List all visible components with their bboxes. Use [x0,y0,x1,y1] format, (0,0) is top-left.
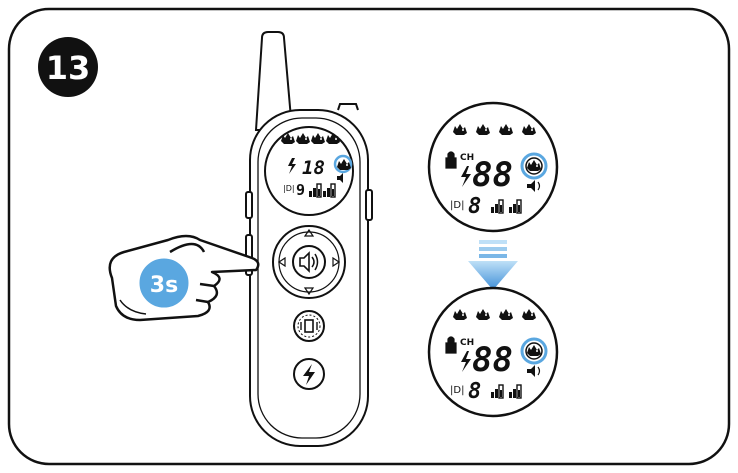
sound-icon [527,365,535,377]
remote-screen-content: 18 |D| 9 [281,133,353,199]
hold-duration: 3s [150,273,178,298]
shock-button[interactable] [293,358,325,390]
display-after: CH 88 |D| 8 [427,286,559,418]
ch-label: CH [460,338,474,348]
sound-icon [337,173,343,183]
arrow-right-icon [332,256,341,268]
arrow-up-icon [303,228,315,237]
lock-icon [445,336,457,354]
vibration-button[interactable] [293,310,325,342]
step-number: 13 [46,49,91,87]
lock-icon [445,151,457,169]
sound-icon [527,180,535,192]
speaker-icon [299,251,310,273]
lightning-icon [303,364,315,385]
lightning-icon [461,351,471,372]
side-button-right [365,189,373,221]
vibration-icon: |D| [450,200,464,211]
lightning-icon [461,166,471,187]
remote-level-digit: 9 [296,181,305,199]
level-digit: 8 [468,379,481,404]
remote-channel-digits: 18 [302,157,325,179]
lightning-icon [288,158,296,174]
vibration-icon: |D| [283,184,295,193]
antenna [254,31,294,131]
side-button-left [245,191,253,219]
hold-timer-badge: 3s [136,255,192,311]
dpad[interactable] [272,225,346,299]
transition-arrow [468,240,518,290]
display-before: CH 88 |D| 8 [427,101,559,233]
vibration-icon: |D| [450,385,464,396]
channel-digits: 88 [472,340,513,380]
arrow-down-icon [303,287,315,296]
channel-digits: 88 [472,155,513,195]
level-digit: 8 [468,194,481,219]
arrow-left-icon [277,256,286,268]
ch-label: CH [460,153,474,163]
step-badge: 13 [38,37,98,97]
